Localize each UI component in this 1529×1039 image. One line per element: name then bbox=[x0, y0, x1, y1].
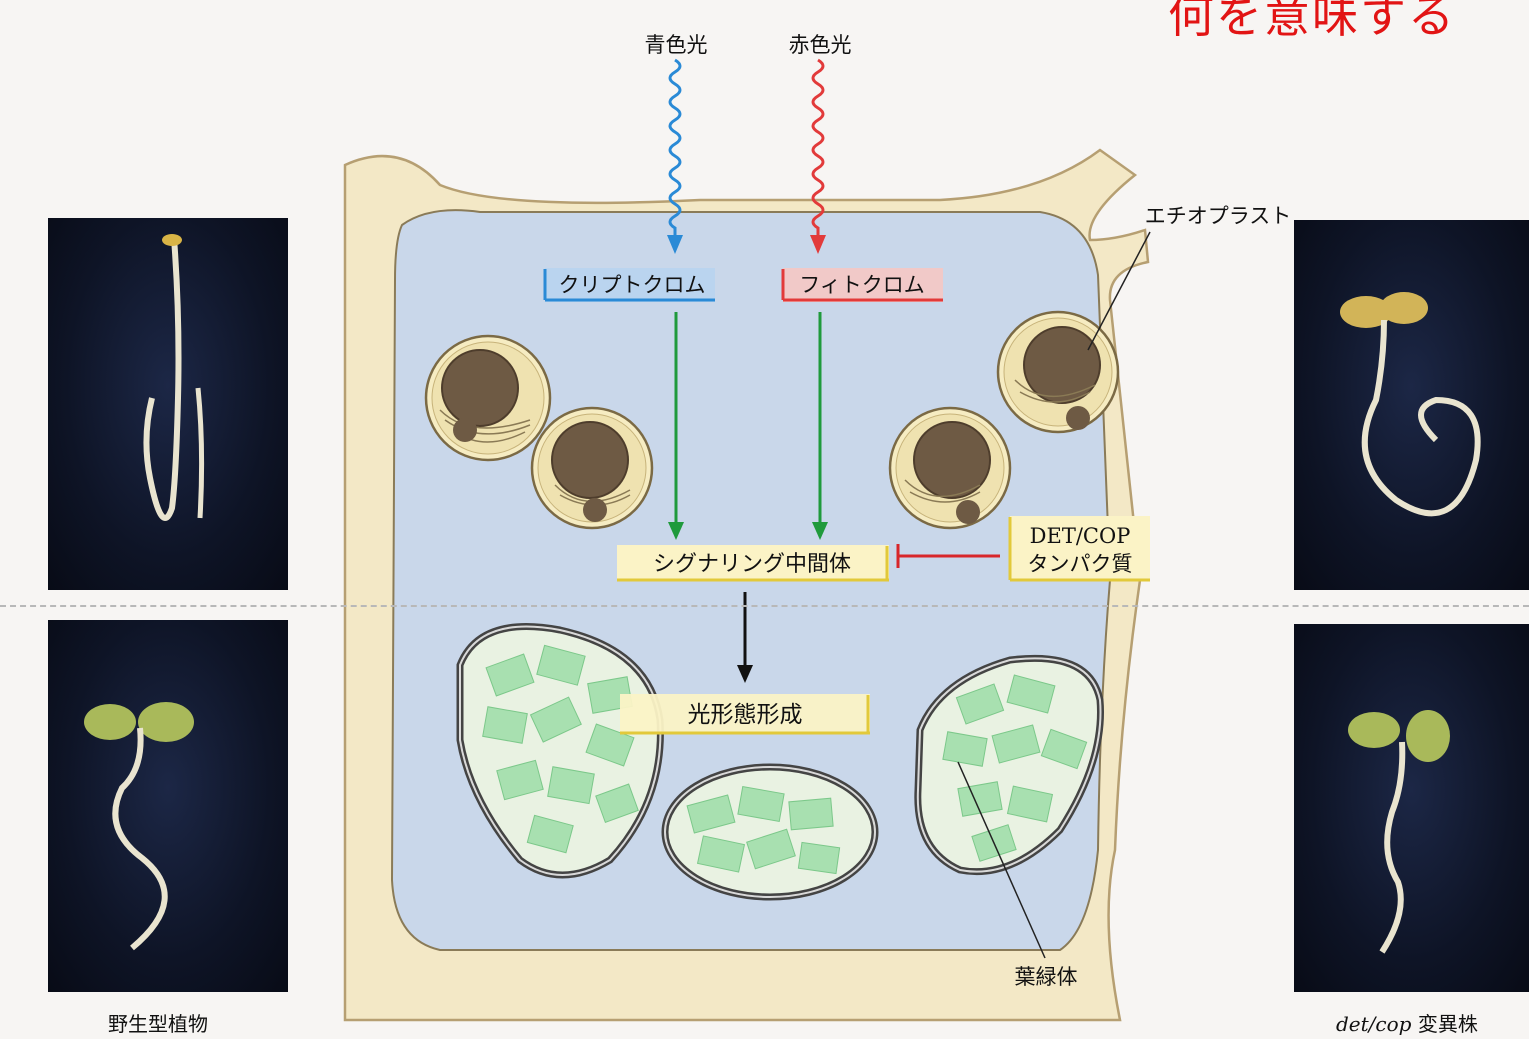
blue-light-label: 青色光 bbox=[645, 33, 708, 57]
mutant-caption-suffix: 変異株 bbox=[1411, 1012, 1477, 1036]
detcop-line1: DET/COP bbox=[1030, 524, 1131, 548]
mutant-caption-gene: det/cop bbox=[1336, 1012, 1411, 1036]
phytochrome-label: フィトクロム bbox=[799, 273, 925, 297]
cryptochrome-label: クリプトクロム bbox=[559, 273, 706, 297]
photomorphogenesis-box: 光形態形成 bbox=[620, 694, 870, 734]
red-light-label: 赤色光 bbox=[789, 33, 852, 57]
detcop-box: DET/COP タンパク質 bbox=[1010, 516, 1150, 580]
phytochrome-box: フィトクロム bbox=[783, 268, 943, 302]
wild-type-light-seedling-photo bbox=[48, 620, 288, 992]
etioplast-label: エチオプラスト bbox=[1145, 204, 1292, 228]
chloroplast-middle bbox=[665, 767, 875, 897]
cryptochrome-box: クリプトクロム bbox=[545, 268, 715, 302]
row-divider bbox=[0, 605, 1529, 607]
mutant-dark-seedling-photo bbox=[1294, 220, 1529, 590]
etioplast-top-left bbox=[426, 336, 550, 460]
wild-type-caption: 野生型植物 bbox=[108, 1008, 208, 1037]
etioplast-mid-left bbox=[532, 408, 652, 528]
signaling-intermediate-box: シグナリング中間体 bbox=[617, 545, 889, 581]
photomorphogenesis-label: 光形態形成 bbox=[688, 702, 803, 728]
wild-type-dark-seedling-photo bbox=[48, 218, 288, 590]
detcop-line2: タンパク質 bbox=[1028, 552, 1133, 576]
etioplast-mid-right bbox=[890, 408, 1010, 528]
mutant-caption: det/cop 変異株 bbox=[1336, 1008, 1478, 1037]
signaling-intermediate-label: シグナリング中間体 bbox=[653, 552, 851, 577]
mutant-light-seedling-photo bbox=[1294, 624, 1529, 992]
chloroplast-label: 葉緑体 bbox=[1015, 965, 1078, 989]
etioplast-top-right bbox=[998, 312, 1118, 432]
